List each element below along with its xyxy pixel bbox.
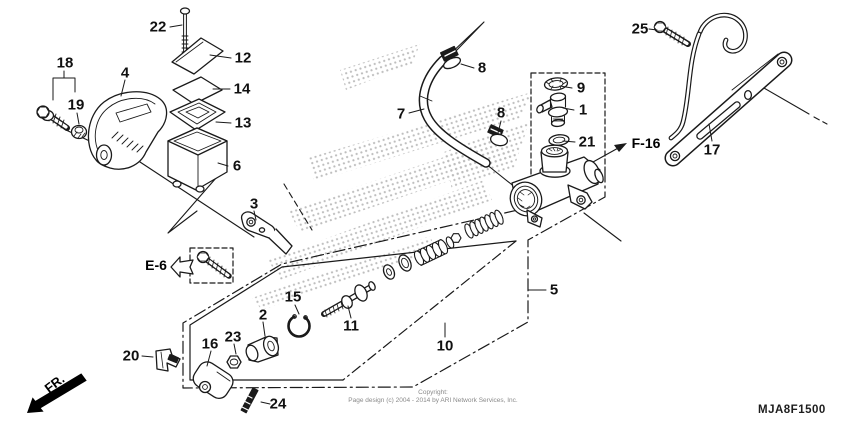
bolt-18-drawing: [36, 105, 70, 131]
ref-label-e6[interactable]: E-6: [145, 257, 167, 273]
part-label-22[interactable]: 22: [149, 18, 167, 36]
clip-20-drawing: [155, 348, 181, 372]
part-label-8[interactable]: 8: [496, 104, 506, 122]
bolt-e6-drawing: [196, 250, 232, 279]
part-label-24[interactable]: 24: [269, 395, 287, 413]
part-label-25[interactable]: 25: [631, 20, 649, 38]
part-label-14[interactable]: 14: [233, 80, 251, 98]
joint-1-drawing: [536, 92, 569, 128]
honda-wing-watermark: [252, 44, 532, 310]
spring-drawing: [464, 209, 504, 239]
piston-drawing: [413, 233, 462, 266]
fr-direction-arrow-icon: [27, 373, 87, 413]
hose-clamp-8a-drawing: [439, 45, 462, 70]
plate-14-drawing: [172, 76, 223, 105]
oring-9-drawing: [543, 77, 569, 91]
part-label-3[interactable]: 3: [249, 195, 259, 213]
boot-2-drawing: [245, 335, 280, 363]
hose-clamp-8b-drawing: [487, 124, 509, 147]
part-label-18[interactable]: 18: [56, 54, 74, 72]
part-label-5[interactable]: 5: [549, 281, 559, 299]
part-label-4[interactable]: 4: [120, 64, 130, 82]
diagram-code: MJA8F1500: [758, 404, 826, 416]
copyright-line1: Copyright:: [418, 389, 448, 396]
part-label-10[interactable]: 10: [436, 337, 454, 355]
stay-bracket-17-drawing: [664, 12, 793, 167]
e6-arrow-icon: [170, 256, 194, 278]
part-label-17[interactable]: 17: [703, 141, 721, 159]
pin-24-drawing: [240, 387, 259, 414]
bolt-25-drawing: [653, 20, 691, 47]
copyright-notice: Copyright: Page design (c) 2004 - 2014 b…: [348, 389, 517, 406]
part-label-16[interactable]: 16: [201, 335, 219, 353]
f16-arrowhead: [614, 143, 627, 152]
grommet-19-drawing: [70, 124, 88, 140]
pushrod-11-drawing: [321, 281, 376, 318]
label-leaders: [52, 24, 713, 405]
part-label-20[interactable]: 20: [122, 347, 140, 365]
yoke-16-drawing: [192, 361, 234, 399]
hose-7-drawing: [418, 55, 491, 168]
bracket-3-drawing: [240, 211, 293, 255]
seal-washer-drawing: [382, 254, 412, 280]
part-label-12[interactable]: 12: [234, 49, 252, 67]
reservoir-cap-12-drawing: [171, 37, 224, 75]
master-cylinder-body-drawing: [509, 144, 604, 228]
kit-box-10-edge: [342, 240, 517, 381]
reservoir-6-drawing: [167, 127, 228, 193]
part-label-6[interactable]: 6: [232, 157, 242, 175]
part-label-19[interactable]: 19: [67, 96, 85, 114]
kit-box-10: [189, 240, 517, 381]
nut-23-drawing: [226, 355, 242, 369]
diaphragm-13-drawing: [169, 98, 226, 131]
part-label-23[interactable]: 23: [224, 328, 242, 346]
part-label-21[interactable]: 21: [578, 133, 596, 151]
direction-label-fr: FR.: [41, 371, 68, 396]
part-label-8[interactable]: 8: [477, 59, 487, 77]
ref-label-f16[interactable]: F-16: [631, 135, 661, 151]
part-label-9[interactable]: 9: [576, 79, 586, 97]
part-label-2[interactable]: 2: [258, 306, 268, 324]
part-label-7[interactable]: 7: [396, 105, 406, 123]
part-label-15[interactable]: 15: [284, 288, 302, 306]
copyright-line2: Page design (c) 2004 - 2014 by ARI Netwo…: [348, 397, 518, 405]
cover-4-drawing: [87, 91, 168, 170]
part-label-13[interactable]: 13: [234, 114, 252, 132]
part-label-11[interactable]: 11: [343, 317, 359, 335]
part-label-1[interactable]: 1: [578, 101, 588, 119]
assembly-box-5: [182, 169, 606, 389]
